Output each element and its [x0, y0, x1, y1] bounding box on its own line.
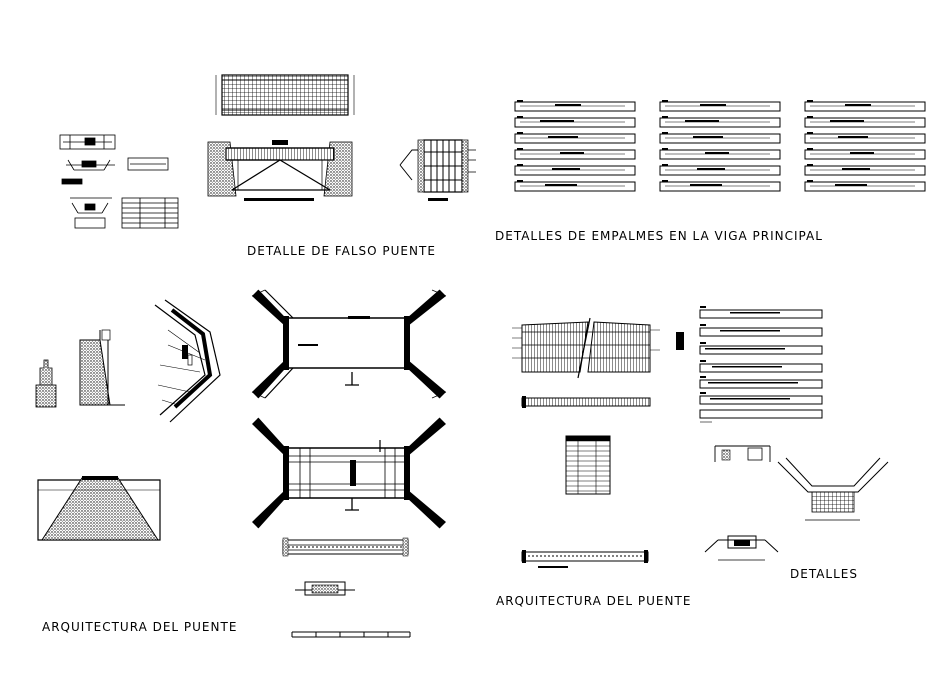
falso-puente-front-view: [399, 139, 476, 201]
bridge-elevation-hatched: [37, 476, 161, 541]
title-arquitectura-right: ARQUITECTURA DEL PUENTE: [496, 594, 691, 608]
empalmes-strips: [514, 99, 926, 192]
title-arquitectura-left: ARQUITECTURA DEL PUENTE: [42, 620, 237, 634]
title-detalles-empalmes: DETALLES DE EMPALMES EN LA VIGA PRINCIPA…: [495, 229, 823, 243]
planta-general: [251, 289, 447, 399]
planta-losa-vigas: [252, 417, 446, 529]
wing-wall-plan: [154, 299, 221, 423]
title-detalles: DETALLES: [790, 567, 858, 581]
falso-puente-small-details: [59, 134, 179, 229]
falso-puente-plan-grid: [215, 74, 355, 116]
right-bottom-strip: [521, 550, 649, 568]
right-elevation-grid: [512, 317, 660, 408]
right-schedule-table: [565, 435, 611, 495]
title-detalle-falso-puente: DETALLE DE FALSO PUENTE: [247, 244, 436, 258]
abutment-sections: [35, 329, 125, 408]
falso-puente-elevation: [207, 140, 353, 201]
center-bottom-sections: [282, 537, 411, 638]
detalles-strips: [676, 306, 823, 423]
detalles-small-sections: [704, 445, 889, 561]
